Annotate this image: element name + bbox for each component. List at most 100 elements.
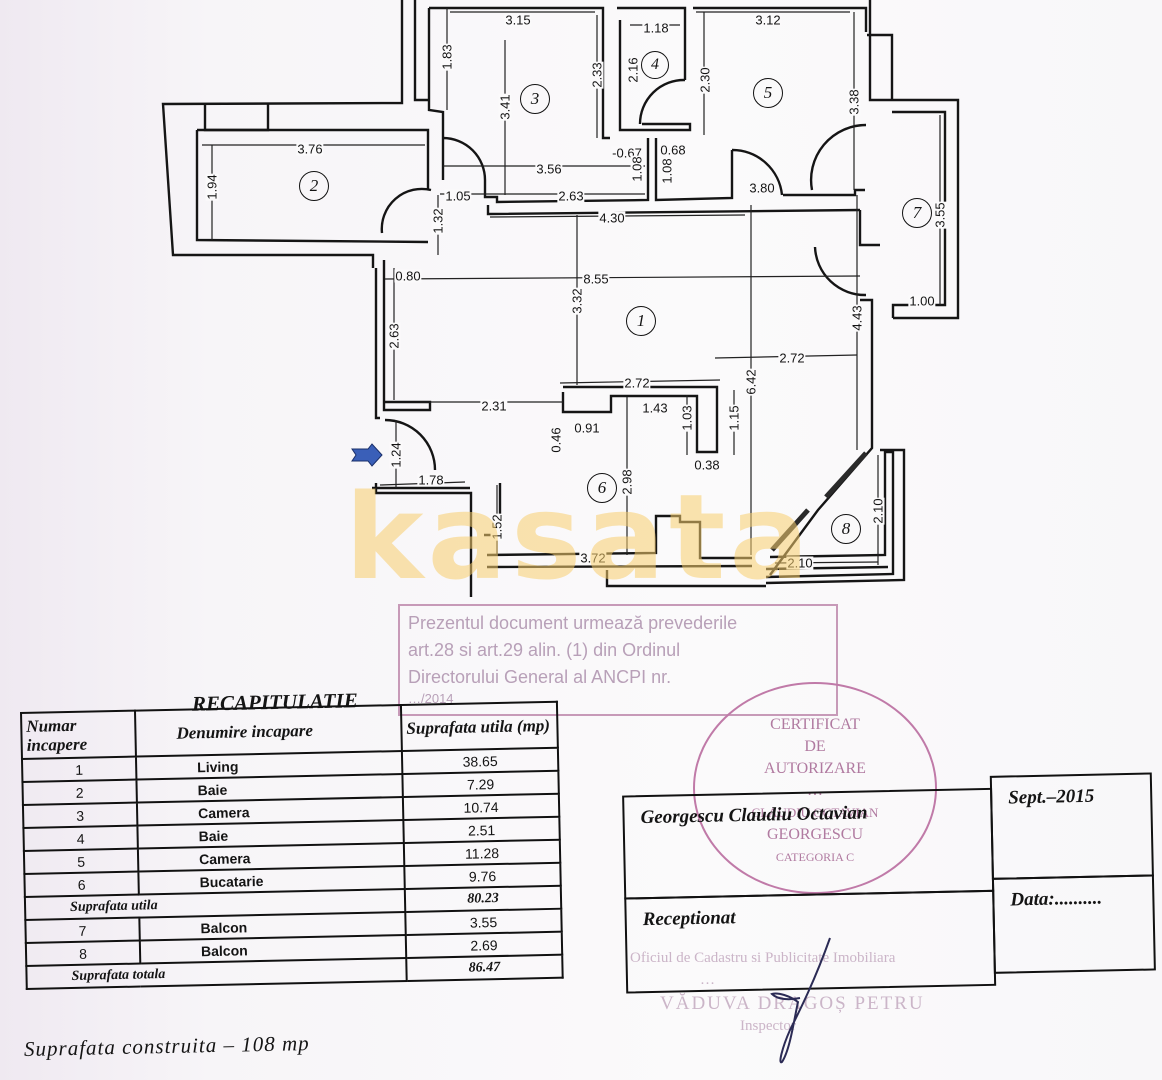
dimension-label: 2.63: [386, 322, 402, 350]
notice-line: art.28 si art.29 alin. (1) din Ordinul: [408, 640, 681, 660]
dimension-label: 3.72: [579, 550, 607, 566]
author-cell: Georgescu Claudiu Octavian: [622, 787, 995, 900]
dimension-label: 4.43: [849, 304, 865, 332]
dimension-label: 3.12: [754, 12, 782, 28]
room-3-label: 3: [520, 84, 550, 114]
useful-total-value: 80.23: [404, 885, 562, 912]
recap-table: Numar incapere Denumire incapare Suprafa…: [20, 701, 564, 990]
header-name: Denumire incapare: [134, 705, 402, 757]
room-1-label: 1: [626, 306, 656, 336]
dimension-label: 1.15: [726, 404, 742, 432]
stamp-line: CLAUDIU OCTAVIAN: [751, 805, 879, 820]
notice-stamp: Prezentul document urmează prevederile a…: [398, 604, 838, 716]
dimension-label: 0.91: [573, 420, 601, 436]
dimension-label: 1.83: [439, 43, 455, 71]
row-area: 10.74: [402, 793, 560, 820]
received-label: Receptionat: [642, 907, 736, 931]
row-number: 6: [24, 871, 139, 897]
dimension-label: 3.38: [846, 88, 862, 116]
office-line: VĂDUVA DRAGOȘ PETRU: [660, 993, 925, 1014]
row-number: 7: [25, 917, 140, 943]
office-line: …: [700, 972, 715, 988]
dimension-label: 3.56: [535, 161, 563, 177]
dimension-label: 0.68: [659, 142, 687, 158]
row-number: 8: [25, 940, 141, 966]
author-name: Georgescu Claudiu Octavian: [640, 802, 868, 829]
room-6-label: 6: [587, 473, 617, 503]
dimension-label: 2.16: [625, 56, 641, 84]
row-area: 2.51: [403, 816, 560, 843]
stamp-line: CERTIFICAT: [770, 716, 860, 733]
room-7-label: 7: [902, 198, 932, 228]
stamp-line: AUTORIZARE: [764, 760, 866, 777]
office-line: Inspector: [740, 1018, 796, 1034]
notice-line: Directorului General al ANCPI nr.: [408, 667, 672, 687]
row-area: 9.76: [404, 862, 561, 889]
grand-total-value: 86.47: [406, 954, 563, 981]
date-cell: Sept.–2015: [989, 772, 1154, 880]
room-2-label: 2: [299, 171, 329, 201]
built-area: Suprafata construita – 108 mp: [23, 1031, 310, 1061]
row-number: 1: [21, 756, 137, 782]
dimension-label: 1.43: [641, 400, 669, 416]
dimension-label: 2.30: [697, 66, 713, 94]
dimension-label: 2.31: [480, 398, 508, 414]
dimension-label: 1.78: [417, 472, 445, 488]
dimension-label: 2.10: [870, 497, 886, 525]
dimension-label: 0.38: [693, 457, 721, 473]
data-cell: Data:..........: [991, 874, 1156, 974]
dimension-label: 1.24: [388, 441, 404, 469]
dimension-label: 3.32: [569, 287, 585, 315]
room-4-label: 4: [641, 51, 669, 79]
row-area: 7.29: [402, 770, 559, 798]
row-area: 2.69: [405, 931, 563, 958]
dimension-label: 3.80: [748, 180, 776, 196]
dimension-label: 4.30: [598, 210, 626, 226]
dimension-label: 3.41: [497, 93, 513, 121]
row-number: 5: [23, 848, 139, 874]
dimension-label: 0.46: [548, 426, 564, 454]
dimension-label: 1.32: [430, 207, 446, 235]
row-area: 11.28: [403, 839, 561, 866]
stamp-line: GEORGESCU: [766, 826, 863, 843]
dimension-label: 1.00: [908, 293, 936, 309]
notice-line: …/2014: [408, 691, 454, 706]
header-area: Suprafata utila (mp): [400, 701, 558, 752]
dimension-label: 1.94: [204, 173, 220, 201]
stamp-line: DE: [804, 738, 826, 755]
dimension-label: 3.76: [296, 141, 324, 157]
floor-plan: [161, 0, 960, 597]
dimension-label: 2.33: [589, 61, 605, 89]
room-8-label: 8: [831, 514, 861, 544]
signature-scribble: [770, 937, 831, 1064]
dimension-label: 1.05: [444, 188, 472, 204]
dimension-label: 2.72: [778, 350, 806, 366]
watermark: kasata: [345, 468, 813, 606]
row-number: 4: [23, 825, 138, 851]
dimension-label: 2.63: [557, 188, 585, 204]
dimension-label: 1.03: [679, 404, 695, 432]
author-date: Sept.–2015: [1008, 785, 1095, 809]
dimension-label: 3.55: [932, 201, 948, 229]
room-5-label: 5: [753, 78, 783, 108]
row-number: 2: [22, 779, 137, 805]
entrance-arrow-icon: [351, 443, 383, 467]
notice-line: Prezentul document urmează prevederile: [408, 613, 738, 633]
header-number: Numar incapere: [21, 710, 136, 759]
row-number: 3: [22, 802, 138, 828]
row-area: 38.65: [401, 747, 559, 775]
dimension-label: 0.80: [394, 268, 422, 284]
row-area: 3.55: [405, 908, 562, 935]
stamp-line: CATEGORIA C: [775, 850, 855, 864]
office-line: Oficiul de Cadastru si Publicitate Imobi…: [630, 950, 896, 966]
dimension-label: 3.15: [504, 12, 532, 28]
certificate-stamp: CERTIFICAT DE AUTORIZARE … CLAUDIU OCTAV…: [693, 682, 937, 894]
dimension-label: 2.72: [623, 375, 651, 391]
dimension-label: 6.42: [743, 368, 759, 396]
dimension-label: 8.55: [582, 271, 610, 287]
dimension-label: 2.10: [786, 555, 814, 571]
dimension-label: 1.08: [629, 155, 645, 183]
stamp-line: …: [807, 782, 823, 799]
data-label: Data:..........: [1010, 887, 1103, 911]
dimension-label: 1.18: [642, 20, 670, 36]
